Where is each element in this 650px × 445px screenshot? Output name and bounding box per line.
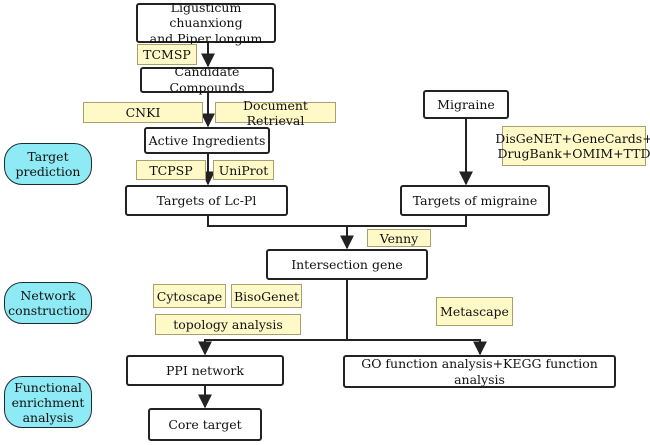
node-migraine: Migraine	[423, 90, 509, 119]
tag-tcmsp: TCMSP	[137, 44, 197, 65]
tag-cnki-label: CNKI	[125, 105, 161, 120]
node-active-ingredients-label: Active Ingredients	[148, 132, 266, 148]
node-core-target-label: Core target	[168, 416, 242, 432]
node-candidate-compounds-label: Candidate Compounds	[169, 64, 245, 95]
tag-cytoscape-label: Cytoscape	[156, 288, 223, 304]
tag-metascape-label: Metascape	[440, 304, 509, 319]
tag-cytoscape: Cytoscape	[153, 284, 226, 308]
tag-databases: DisGeNET+GeneCards+ DrugBank+OMIM+TTD	[495, 126, 650, 166]
node-targets-lcpl: Targets of Lc-Pl	[125, 185, 288, 216]
tag-tcmsp-label: TCMSP	[143, 47, 191, 62]
stage-network-construction-label: Network construction	[8, 288, 88, 318]
tag-bisogenet-label: BisoGenet	[234, 288, 299, 304]
tag-databases-label: DisGeNET+GeneCards+ DrugBank+OMIM+TTD	[495, 131, 650, 161]
node-targets-migraine: Targets of migraine	[400, 185, 550, 216]
tag-tcpsp: TCPSP	[136, 160, 206, 180]
node-targets-lcpl-label: Targets of Lc-Pl	[156, 192, 257, 208]
node-candidate-compounds: Candidate Compounds	[140, 64, 274, 95]
node-go-kegg: GO function analysis+KEGG function analy…	[343, 355, 616, 388]
stage-target-prediction-label: Target prediction	[15, 149, 81, 179]
tag-venny: Venny	[367, 229, 431, 247]
node-herbs: Ligusticum chuanxiong and Piper longum	[136, 0, 276, 46]
tag-topology-analysis-label: topology analysis	[173, 317, 283, 332]
node-go-kegg-label: GO function analysis+KEGG function analy…	[361, 355, 598, 387]
node-migraine-label: Migraine	[437, 96, 495, 112]
node-intersection-gene: Intersection gene	[266, 249, 428, 280]
tag-uniprot: UniProt	[213, 160, 274, 180]
node-intersection-gene-label: Intersection gene	[291, 256, 403, 272]
tag-uniprot-label: UniProt	[218, 162, 269, 178]
edge-to-ppi	[198, 339, 347, 356]
stage-target-prediction: Target prediction	[4, 143, 92, 185]
node-ppi-network-label: PPI network	[166, 362, 244, 378]
node-ppi-network: PPI network	[126, 355, 284, 386]
tag-cnki: CNKI	[83, 102, 203, 123]
node-herbs-label: Ligusticum chuanxiong and Piper longum	[149, 0, 263, 46]
stage-functional-enrichment-label: Functional enrichment analysis	[11, 379, 85, 425]
stage-network-construction: Network construction	[4, 282, 92, 324]
tag-tcpsp-label: TCPSP	[149, 162, 193, 178]
tag-document-retrieval-label: Document Retrieval	[243, 97, 308, 128]
tag-metascape: Metascape	[436, 297, 513, 326]
tag-bisogenet: BisoGenet	[231, 284, 302, 308]
tag-topology-analysis: topology analysis	[155, 314, 301, 335]
node-active-ingredients: Active Ingredients	[144, 127, 270, 154]
edge-to-go-kegg	[347, 339, 487, 356]
node-core-target: Core target	[148, 408, 262, 441]
node-targets-migraine-label: Targets of migraine	[412, 192, 538, 208]
tag-document-retrieval: Document Retrieval	[215, 98, 336, 128]
stage-functional-enrichment: Functional enrichment analysis	[4, 376, 92, 428]
tag-venny-label: Venny	[379, 230, 419, 246]
edge-targets-join	[207, 216, 467, 227]
